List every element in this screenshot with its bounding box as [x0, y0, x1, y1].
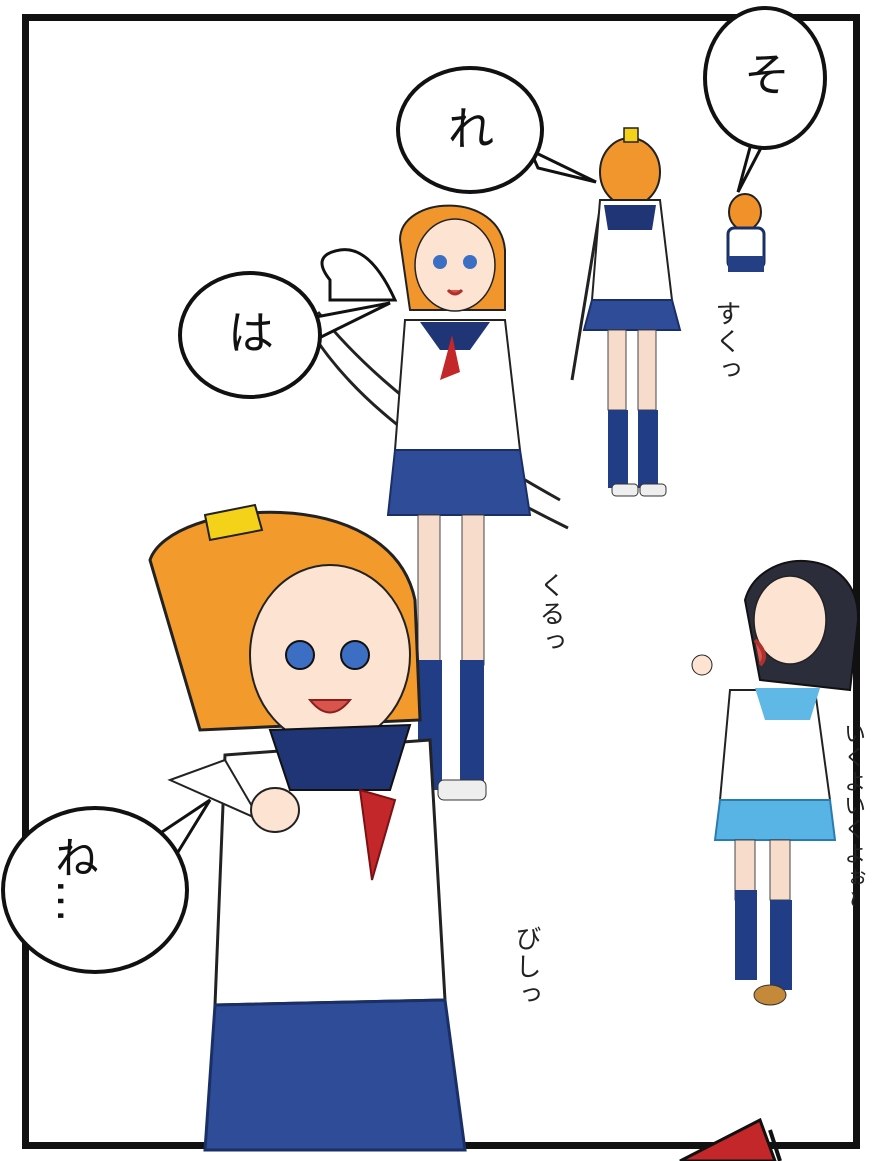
sfx-bishi: びしっ	[511, 925, 541, 1009]
bubble-text-re: れ	[448, 102, 494, 156]
bubble-so	[703, 6, 827, 193]
bubble-re	[396, 66, 597, 194]
girl-pointing-figure	[148, 503, 467, 1152]
next-panel-corner	[679, 1117, 782, 1161]
bubble-text-wa: は	[228, 306, 274, 360]
sfx-kuru: くるっ	[535, 572, 565, 656]
bubble-wa	[178, 248, 398, 399]
sfx-suku: すくっ	[711, 300, 741, 384]
bubble-text-ne: ね…	[47, 835, 98, 923]
dark-haired-girl-figure	[691, 560, 860, 1006]
bubble-ne	[1, 798, 212, 974]
bubble-text-so: そ	[744, 48, 790, 102]
girl-back-view-figure	[582, 127, 682, 497]
sfx-ikuyo: いくよいくよぉ~	[840, 722, 865, 911]
tiny-girl-figure	[726, 193, 766, 272]
